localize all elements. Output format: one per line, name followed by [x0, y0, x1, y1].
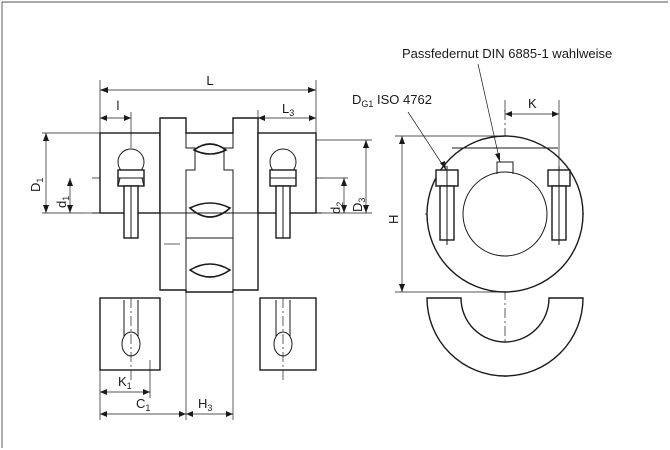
arrow-L-left — [100, 87, 108, 93]
jaw-left-top — [185, 133, 196, 198]
arrow-K1-right — [143, 389, 150, 395]
clamp-half-ring — [426, 297, 584, 377]
label-C1: C1 — [136, 396, 150, 413]
arrow-D3-top — [363, 140, 369, 148]
arrow-keyway — [495, 153, 500, 162]
block-right-hole — [273, 331, 293, 357]
arrow-l-right — [124, 115, 131, 121]
arrow-H3-right — [226, 411, 233, 417]
elastomer-middle — [188, 202, 232, 218]
arrow-K-right — [552, 111, 559, 117]
screw-detail-left-a — [117, 177, 121, 187]
arrow-H-top — [399, 136, 405, 144]
label-D1: D1 — [28, 178, 45, 192]
elastomer-bottom — [188, 263, 232, 278]
arrow-D3-bottom — [363, 205, 369, 213]
label-d2: d2 — [328, 202, 345, 214]
front-right-screw — [547, 166, 571, 245]
detail-block-right — [259, 297, 317, 380]
keyway-slot — [496, 161, 514, 174]
label-keyway: Passfedernut DIN 6885-1 wahlweise — [402, 46, 612, 61]
label-D3: D3 — [350, 198, 367, 212]
front-left-screw — [435, 166, 459, 245]
arrow-d1-top — [67, 178, 73, 186]
detail-block-left — [99, 297, 161, 380]
arrow-D1-bottom — [43, 205, 49, 213]
arrow-d2-top — [341, 178, 347, 186]
block-left — [99, 297, 161, 371]
label-K1: K1 — [118, 374, 132, 391]
arrow-H3-left — [186, 411, 193, 417]
arrow-K1-left — [100, 389, 107, 395]
bore-circle — [462, 171, 548, 257]
arrow-L-right — [308, 87, 316, 93]
leader-keyway — [477, 63, 501, 163]
right-clamp-screw — [269, 148, 297, 239]
label-H: H — [386, 215, 401, 224]
screw-detail-left-b — [141, 177, 145, 187]
arrow-K-left — [505, 111, 512, 117]
arrow-L3-right — [309, 115, 316, 121]
arrow-H-bottom — [399, 284, 405, 292]
side-view: L l L3 D1 d1 d2 — [28, 73, 372, 420]
label-DG1: DG1 ISO 4762 — [352, 92, 432, 109]
arrow-C1-left — [100, 411, 107, 417]
block-left-hole — [121, 331, 141, 357]
arrow-l-left — [100, 115, 107, 121]
arrow-DG1 — [440, 161, 446, 170]
leader-DG1 — [407, 111, 447, 171]
arrow-d2-bottom — [341, 205, 347, 213]
arrow-D1-top — [43, 133, 49, 141]
label-L: L — [206, 73, 213, 88]
label-L3: L3 — [282, 101, 294, 118]
front-view: K H DG1 ISO 4762 Passfedernut DIN 6885-1… — [352, 46, 612, 380]
label-K: K — [528, 96, 537, 111]
elastomer-top — [192, 143, 228, 155]
label-d1: d1 — [54, 196, 71, 208]
jaw-right-top — [223, 133, 234, 198]
label-H3: H3 — [198, 396, 212, 413]
label-l: l — [117, 98, 120, 113]
arrow-L3-left — [258, 115, 265, 121]
arrow-C1-right — [179, 411, 186, 417]
arrow-d1-bottom — [67, 205, 73, 213]
left-clamp-screw — [117, 148, 145, 239]
